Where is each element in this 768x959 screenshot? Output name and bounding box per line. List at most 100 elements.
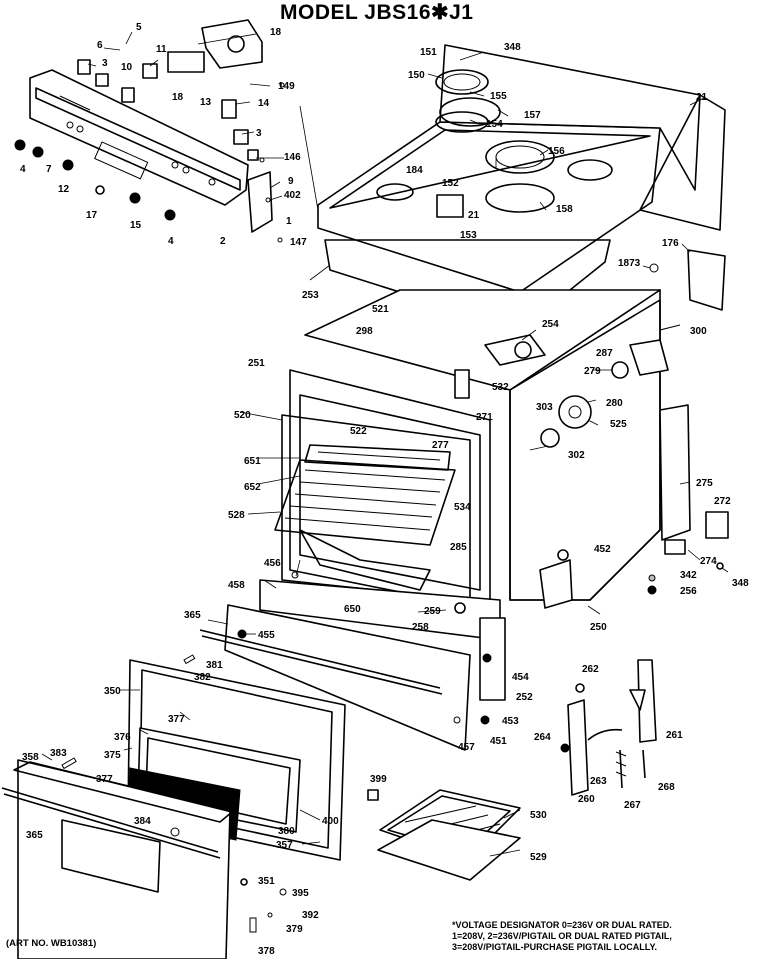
callout-2: 2 bbox=[220, 236, 226, 247]
callout-357: 357 bbox=[276, 840, 293, 851]
callout-1: 1 bbox=[286, 216, 292, 227]
callout-149: 149 bbox=[278, 81, 295, 92]
callout-21: 21 bbox=[696, 92, 708, 103]
callout-455: 455 bbox=[258, 630, 275, 641]
callout-452: 452 bbox=[594, 544, 611, 555]
callout-348: 348 bbox=[504, 42, 521, 53]
callout-392: 392 bbox=[302, 910, 319, 921]
callout-520: 520 bbox=[234, 410, 251, 421]
callout-156: 156 bbox=[548, 146, 565, 157]
leader-lines bbox=[41, 31, 729, 857]
drawer-and-door-assembly bbox=[1, 571, 506, 959]
callout-261: 261 bbox=[666, 730, 683, 741]
callout-522: 522 bbox=[350, 426, 367, 437]
control-panel-assembly bbox=[14, 19, 285, 243]
callout-348: 348 bbox=[732, 578, 749, 589]
callout-651: 651 bbox=[244, 456, 261, 467]
callout-154: 154 bbox=[486, 119, 503, 130]
callout-375: 375 bbox=[104, 750, 121, 761]
callout-17: 17 bbox=[86, 210, 98, 221]
callout-5: 5 bbox=[136, 22, 142, 33]
callout-277: 277 bbox=[432, 440, 449, 451]
callout-1873: 1873 bbox=[618, 258, 641, 269]
callout-402: 402 bbox=[284, 190, 301, 201]
voltage-footnote: *VOLTAGE DESIGNATOR 0=236V OR DUAL RATED… bbox=[452, 920, 752, 953]
callout-14: 14 bbox=[258, 98, 270, 109]
callout-528: 528 bbox=[228, 510, 245, 521]
callout-378: 378 bbox=[258, 946, 275, 957]
callout-3: 3 bbox=[256, 128, 262, 139]
callout-380: 380 bbox=[278, 826, 295, 837]
callout-146: 146 bbox=[284, 152, 301, 163]
callout-251: 251 bbox=[248, 358, 265, 369]
callout-263: 263 bbox=[590, 776, 607, 787]
callout-18: 18 bbox=[172, 92, 184, 103]
footnote-line: *VOLTAGE DESIGNATOR 0=236V OR DUAL RATED… bbox=[452, 920, 672, 930]
callout-11: 11 bbox=[156, 44, 167, 55]
callout-298: 298 bbox=[356, 326, 373, 337]
callout-350: 350 bbox=[104, 686, 121, 697]
callout-376: 376 bbox=[114, 732, 131, 743]
callout-383: 383 bbox=[50, 748, 67, 759]
callout-458: 458 bbox=[228, 580, 245, 591]
callout-4: 4 bbox=[20, 164, 26, 175]
callout-4: 4 bbox=[168, 236, 174, 247]
callout-529: 529 bbox=[530, 852, 547, 863]
callout-157: 157 bbox=[524, 110, 541, 121]
callout-253: 253 bbox=[302, 290, 319, 301]
callout-525: 525 bbox=[610, 419, 627, 430]
callout-272: 272 bbox=[714, 496, 731, 507]
callout-10: 10 bbox=[121, 62, 133, 73]
broiler-pan-assembly bbox=[377, 789, 521, 881]
callout-155: 155 bbox=[490, 91, 507, 102]
callout-267: 267 bbox=[624, 800, 641, 811]
art-number: (ART NO. WB10381) bbox=[6, 938, 97, 949]
diagram-title: MODEL JBS16✱J1 bbox=[280, 1, 474, 24]
callout-287: 287 bbox=[596, 348, 613, 359]
callout-158: 158 bbox=[556, 204, 573, 215]
callout-303: 303 bbox=[536, 402, 553, 413]
callout-454: 454 bbox=[512, 672, 529, 683]
callout-358: 358 bbox=[22, 752, 39, 763]
callout-147: 147 bbox=[290, 237, 307, 248]
callout-285: 285 bbox=[450, 542, 467, 553]
callout-256: 256 bbox=[680, 586, 697, 597]
callout-395: 395 bbox=[292, 888, 309, 899]
callout-12: 12 bbox=[58, 184, 70, 195]
callout-268: 268 bbox=[658, 782, 675, 793]
oven-body bbox=[274, 289, 729, 611]
callout-384: 384 bbox=[134, 816, 151, 827]
callout-399: 399 bbox=[370, 774, 387, 785]
callout-254: 254 bbox=[542, 319, 559, 330]
hinge-assembly bbox=[560, 659, 657, 796]
callout-7: 7 bbox=[46, 164, 52, 175]
callout-451: 451 bbox=[490, 736, 507, 747]
callout-15: 15 bbox=[130, 220, 142, 231]
callout-351: 351 bbox=[258, 876, 275, 887]
callout-365: 365 bbox=[184, 610, 201, 621]
callout-652: 652 bbox=[244, 482, 261, 493]
callout-262: 262 bbox=[582, 664, 599, 675]
callout-18: 18 bbox=[270, 27, 282, 38]
callout-labels: 5 6 3 10 11 18 18 149 13 14 3 146 4 7 12… bbox=[20, 22, 749, 957]
callout-264: 264 bbox=[534, 732, 551, 743]
callout-279: 279 bbox=[584, 366, 601, 377]
callout-365: 365 bbox=[26, 830, 43, 841]
callout-260: 260 bbox=[578, 794, 595, 805]
callout-521: 521 bbox=[372, 304, 389, 315]
callout-176: 176 bbox=[662, 238, 679, 249]
callout-534: 534 bbox=[454, 502, 471, 513]
callout-300: 300 bbox=[690, 326, 707, 337]
callout-274: 274 bbox=[700, 556, 717, 567]
callout-6: 6 bbox=[97, 40, 103, 51]
callout-184: 184 bbox=[406, 165, 423, 176]
callout-456: 456 bbox=[264, 558, 281, 569]
callout-280: 280 bbox=[606, 398, 623, 409]
callout-302: 302 bbox=[568, 450, 585, 461]
callout-258: 258 bbox=[412, 622, 429, 633]
cooktop-assembly bbox=[317, 44, 726, 331]
callout-151: 151 bbox=[420, 47, 437, 58]
callout-650: 650 bbox=[344, 604, 361, 615]
footnote-line: 3=208V/PIGTAIL-PURCHASE PIGTAIL LOCALLY. bbox=[452, 942, 657, 952]
